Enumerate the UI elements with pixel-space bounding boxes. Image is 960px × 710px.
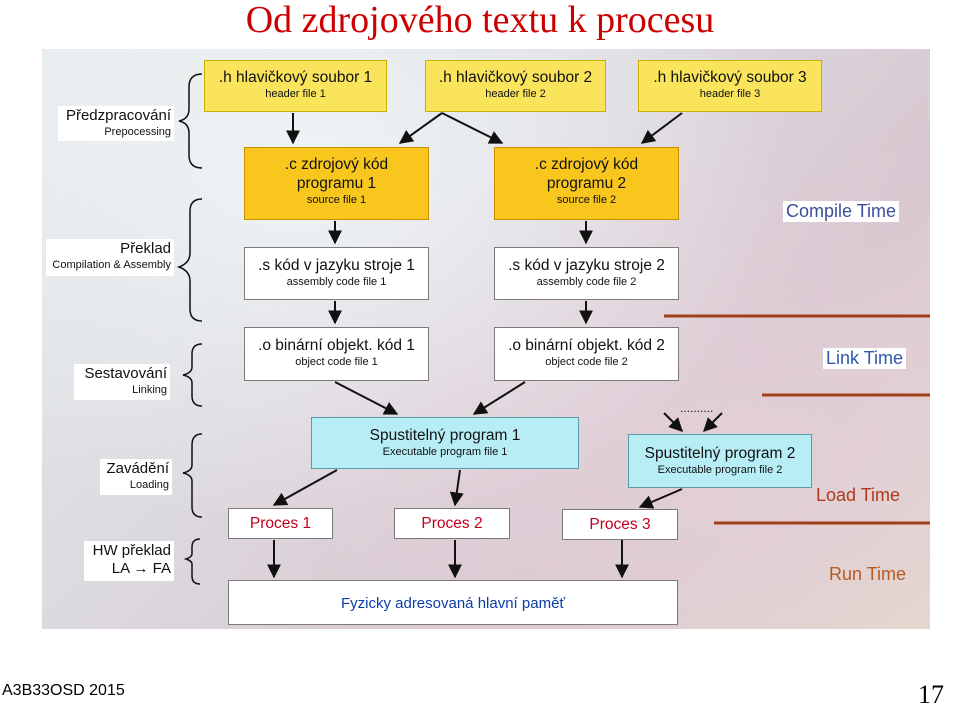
stage-compilation-title: Překlad: [120, 240, 171, 257]
object-file-1-title: .o binární objekt. kód 1: [258, 337, 415, 354]
course-code: A3B33OSD 2015: [2, 682, 125, 699]
arrow-o1-e1: [334, 381, 399, 415]
arrow-dots-e2-right: [703, 412, 723, 432]
brace-preprocessing: [178, 73, 203, 169]
stage-preprocessing-sub: Prepocessing: [104, 126, 171, 138]
arrow-h2-c2: [441, 112, 504, 144]
brace-hw: [183, 538, 201, 585]
source-file-1-title1: .c zdrojový kód: [284, 156, 389, 173]
executable-2-sub: Executable program file 2: [657, 464, 783, 476]
arrow-h2-c1: [398, 112, 443, 144]
brace-loading: [182, 433, 203, 518]
load-time-label: Load Time: [816, 485, 901, 505]
assembly-file-1-sub: assembly code file 1: [286, 276, 387, 288]
process-2-label: Proces 2: [421, 515, 483, 532]
source-file-1-title2: programu 1: [296, 175, 377, 192]
assembly-file-2: .s kód v jazyku stroje 2 assembly code f…: [494, 247, 679, 300]
header-file-2: .h hlavičkový soubor 2 header file 2: [425, 60, 606, 112]
stage-hw-translation: HW překlad LA → FA: [84, 541, 174, 581]
brace-compilation: [176, 198, 203, 322]
arrow-e1-p1: [272, 469, 338, 506]
compilation-diagram: .h hlavičkový soubor 1 header file 1 .h …: [42, 49, 930, 629]
stage-preprocessing: Předzpracování Prepocessing: [58, 106, 174, 141]
process-1: Proces 1: [228, 508, 333, 539]
header-file-2-sub: header file 2: [485, 88, 546, 100]
header-file-3-title: .h hlavičkový soubor 3: [653, 69, 807, 86]
assembly-file-1-title: .s kód v jazyku stroje 1: [258, 257, 415, 274]
executable-1: Spustitelný program 1 Executable program…: [311, 417, 579, 469]
arrow-e1-p2: [449, 469, 464, 507]
header-file-1-title: .h hlavičkový soubor 1: [218, 69, 373, 86]
physical-memory-label: Fyzicky adresovaná hlavní paměť: [340, 595, 566, 612]
more-programs-dots: ..........: [680, 401, 714, 415]
stage-compilation-sub: Compilation & Assembly: [52, 259, 171, 271]
brace-linking: [182, 343, 203, 407]
executable-1-title: Spustitelný program 1: [369, 427, 521, 444]
assembly-file-2-title: .s kód v jazyku stroje 2: [508, 257, 665, 274]
object-file-1-sub: object code file 1: [295, 356, 378, 368]
stage-linking-sub: Linking: [132, 384, 167, 396]
header-file-3: .h hlavičkový soubor 3 header file 3: [638, 60, 822, 112]
executable-2: Spustitelný program 2 Executable program…: [628, 434, 812, 488]
stage-linking-title: Sestavování: [84, 365, 167, 382]
process-2: Proces 2: [394, 508, 510, 539]
assembly-file-2-sub: assembly code file 2: [536, 276, 637, 288]
object-file-1: .o binární objekt. kód 1 object code fil…: [244, 327, 429, 381]
arrow-dots-e2-left: [663, 412, 683, 432]
header-file-3-sub: header file 3: [699, 88, 761, 100]
page-number: 17: [918, 680, 944, 709]
executable-2-title: Spustitelný program 2: [644, 445, 796, 462]
stage-hw-sub: LA → FA: [111, 560, 171, 577]
arrow-o2-e1: [472, 381, 526, 415]
object-file-2-title: .o binární objekt. kód 2: [508, 337, 665, 354]
object-file-2: .o binární objekt. kód 2 object code fil…: [494, 327, 679, 381]
compile-time-label: Compile Time: [783, 201, 900, 222]
stage-preprocessing-title: Předzpracování: [65, 107, 171, 124]
stage-compilation: Překlad Compilation & Assembly: [46, 239, 174, 276]
header-file-2-title: .h hlavičkový soubor 2: [438, 69, 593, 86]
source-file-2: .c zdrojový kód programu 2 source file 2: [494, 147, 679, 220]
arrow-e2-p3: [638, 488, 683, 509]
process-1-label: Proces 1: [249, 515, 312, 532]
executable-1-sub: Executable program file 1: [382, 446, 508, 458]
arrow-h3-c2: [640, 112, 683, 144]
physical-memory: Fyzicky adresovaná hlavní paměť: [228, 580, 678, 625]
stage-loading-sub: Loading: [129, 479, 169, 491]
assembly-file-1: .s kód v jazyku stroje 1 assembly code f…: [244, 247, 429, 300]
source-file-1: .c zdrojový kód programu 1 source file 1: [244, 147, 429, 220]
source-file-2-title2: programu 2: [546, 175, 627, 192]
slide-title: Od zdrojového textu k procesu: [245, 0, 715, 41]
process-3: Proces 3: [562, 509, 678, 540]
source-file-1-sub: source file 1: [306, 194, 367, 206]
header-file-1: .h hlavičkový soubor 1 header file 1: [204, 60, 387, 112]
process-3-label: Proces 3: [589, 516, 651, 533]
run-time-label: Run Time: [829, 564, 907, 584]
stage-loading: Zavádění Loading: [100, 459, 172, 495]
stage-loading-title: Zavádění: [106, 460, 169, 477]
diagram-arrows: [176, 73, 930, 585]
stage-hw-title: HW překlad: [92, 542, 171, 559]
header-file-1-sub: header file 1: [265, 88, 326, 100]
stage-linking: Sestavování Linking: [74, 364, 170, 400]
source-file-2-sub: source file 2: [556, 194, 617, 206]
link-time-label: Link Time: [823, 348, 907, 369]
object-file-2-sub: object code file 2: [545, 356, 628, 368]
source-file-2-title1: .c zdrojový kód: [534, 156, 639, 173]
